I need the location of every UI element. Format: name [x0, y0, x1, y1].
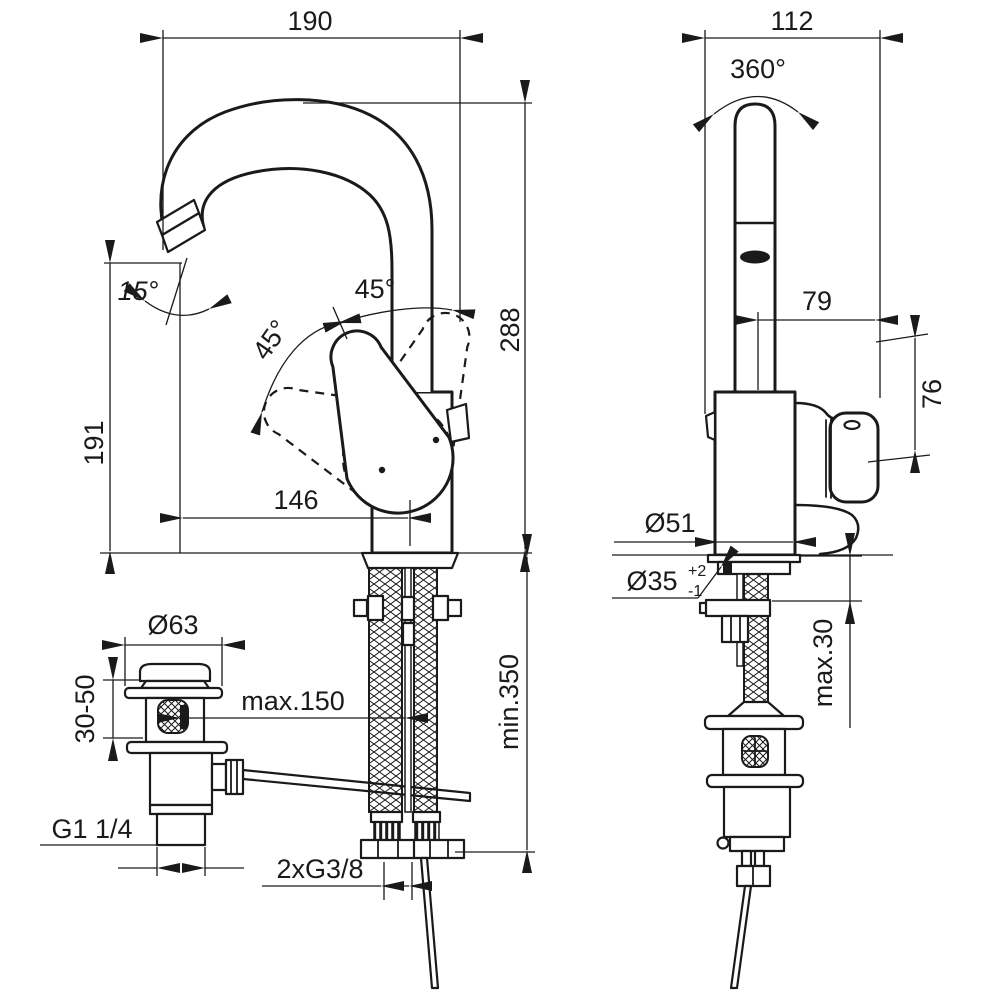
dim-spout-reach: 146 [273, 485, 318, 515]
spout-pipe-side [733, 102, 777, 394]
waste-side-outlet [210, 762, 228, 792]
bracket-wing-right-outer [446, 598, 463, 618]
dim-hole-tol-plus: +2 [688, 563, 706, 580]
hose-nut-facets [377, 839, 449, 859]
dim-spout-height: 191 [79, 420, 109, 465]
body-skirt [793, 503, 860, 556]
waste-lower-body [148, 751, 214, 807]
clamp-plate [704, 598, 772, 618]
handle-lever-tab [445, 402, 471, 444]
hose-thread-right [414, 821, 440, 841]
pull-rod-side [729, 884, 753, 990]
bracket-wing-left-outer [352, 598, 369, 618]
waste-tail-neck [148, 803, 214, 816]
base-flange [360, 551, 460, 570]
dim-swing-right: 45° [355, 274, 396, 304]
handle-dot-2 [432, 436, 440, 444]
side-view [612, 102, 893, 990]
waste-lower-body-side [722, 785, 792, 839]
hose-collar-left [369, 810, 404, 824]
dim-spout-width: 190 [287, 6, 332, 36]
hose-nut-left [359, 838, 417, 860]
clamp-nut [720, 614, 750, 644]
waste-pipe-a [740, 849, 753, 868]
dim-handle-height: 76 [917, 379, 947, 409]
dim-hose-length: min.350 [494, 654, 524, 750]
dim-handle-offset: 79 [802, 286, 832, 316]
dim-pullrod-distance: max.150 [241, 686, 345, 716]
dim-total-height: 288 [495, 307, 525, 352]
dim-hole-tol-minus: -1 [688, 583, 702, 600]
spout-inner-edge [200, 167, 394, 394]
dim-waste-thread: G1 1/4 [51, 814, 132, 844]
pull-rod-lower [419, 856, 440, 990]
handle-side-dot [843, 419, 861, 431]
dim-hose-thread: 2xG3/8 [276, 854, 363, 884]
waste-screw [716, 836, 730, 850]
bracket-wing-right [431, 594, 450, 622]
waste-pipe-b [753, 849, 766, 868]
pull-rod [404, 567, 412, 813]
dim-spout-tilt: 15° [118, 276, 159, 306]
dim-body-width: 112 [770, 6, 813, 36]
waste-plug-cap [138, 662, 212, 683]
waste-rod-in-window [180, 705, 187, 729]
spout-outer-edge [159, 98, 434, 394]
shank-seal [723, 563, 732, 574]
faucet-body-side [713, 390, 797, 557]
waste-lever-nut-ribs [230, 759, 238, 795]
dim-arc-swivel [692, 95, 820, 133]
hose-flare [726, 700, 786, 718]
hose-thread-left [373, 821, 401, 841]
body-side-tab [704, 410, 717, 442]
dim-waste-deck-range: 30-50 [70, 674, 100, 743]
waste-mid-flange [125, 740, 229, 755]
spout-fill [160, 99, 433, 392]
waste-lever-nut [224, 758, 245, 796]
dim-spout-swivel: 360° [730, 54, 786, 84]
side-view-dimensions: 112 360° 79 76 Ø51 Ø35 +2 -1 max.30 [612, 6, 947, 728]
waste-top-flange [123, 686, 224, 700]
dim-waste-diameter: Ø63 [147, 610, 198, 640]
hose-nut-right [412, 838, 466, 860]
waste-tailpiece [155, 812, 207, 847]
hose-collar-right [411, 810, 442, 824]
waste-neck-side [728, 835, 786, 853]
spout-aerator-face [155, 198, 201, 237]
dim-arc-tilt [123, 283, 232, 316]
spout-outlet [740, 250, 770, 264]
dim-deck-thickness-max: max.30 [808, 619, 838, 708]
bracket-nut [401, 621, 416, 647]
front-view-dimensions: 190 288 191 15° 45° 45° 146 max.150 min.… [40, 6, 535, 900]
bracket-wing-left [366, 594, 385, 622]
waste-top-flange-side [703, 714, 805, 731]
dim-hole-diameter: Ø35 [626, 566, 677, 596]
dim-base-diameter: Ø51 [644, 508, 695, 538]
dim-arc-swing-right [322, 307, 476, 333]
bracket-center [400, 595, 416, 622]
waste-mid-flange-side [705, 773, 805, 789]
handle-dot-1 [378, 466, 386, 474]
handle-side [828, 411, 880, 504]
